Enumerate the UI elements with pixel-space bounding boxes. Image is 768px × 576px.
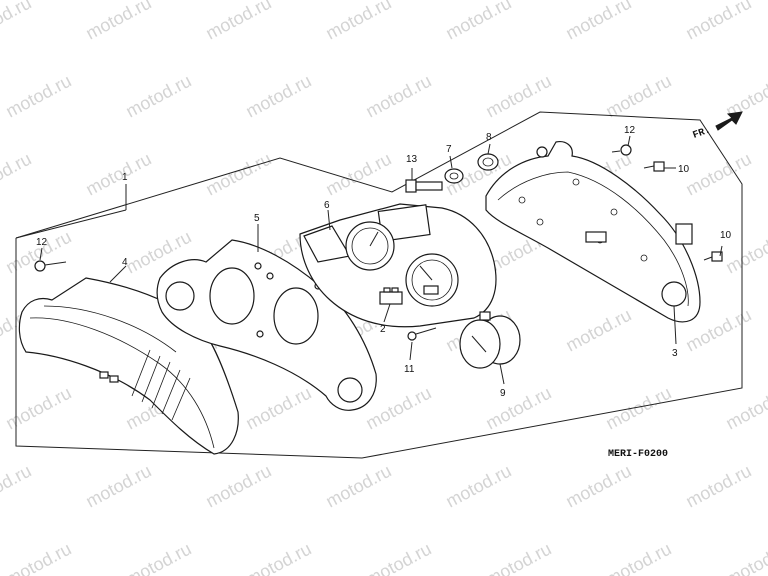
leader-lines <box>15 135 723 385</box>
watermark-text: motod.ru <box>602 539 674 576</box>
watermark-text: motod.ru <box>682 149 754 200</box>
connector-part <box>379 287 403 305</box>
watermark-text: motod.ru <box>482 539 554 576</box>
watermark-text: motod.ru <box>362 71 434 122</box>
callout-5: 5 <box>254 213 260 224</box>
watermark-text: motod.ru <box>82 461 154 512</box>
callout-labels: 1 12 4 5 6 13 7 8 12 10 10 2 11 9 3 <box>36 125 732 399</box>
watermark-text: motod.ru <box>562 305 634 356</box>
grommet-part-8 <box>477 153 499 171</box>
watermark-text: motod.ru <box>322 461 394 512</box>
watermark-text: motod.ru <box>122 539 194 576</box>
screw-part-12-left <box>34 260 67 272</box>
watermark-text: motod.ru <box>202 461 274 512</box>
watermark-text: motod.ru <box>682 0 754 44</box>
watermark-text: motod.ru <box>442 461 514 512</box>
watermark-text: motod.ru <box>2 539 74 576</box>
callout-7: 7 <box>446 144 452 155</box>
callout-8: 8 <box>486 132 492 143</box>
watermark-text: motod.ru <box>602 383 674 434</box>
meter-case-part <box>485 141 701 323</box>
callout-12-left: 12 <box>36 237 48 248</box>
watermark-text: motod.ru <box>0 461 35 512</box>
watermark-text: motod.ru <box>242 539 314 576</box>
watermark-text: motod.ru <box>82 0 154 44</box>
watermark-text: motod.ru <box>442 0 514 44</box>
bolt-part-13 <box>405 179 443 193</box>
watermark-text: motod.ru <box>82 149 154 200</box>
direction-label: FR. <box>692 125 713 141</box>
watermark-text: motod.ru <box>722 539 768 576</box>
arrow-icon <box>715 111 743 131</box>
screw-part-10-bottom <box>703 251 723 262</box>
screw-part-12-right <box>611 144 632 156</box>
watermark-text: motod.ru <box>0 149 35 200</box>
watermark-text: motod.ru <box>122 71 194 122</box>
watermark-text: motod.ru <box>482 383 554 434</box>
front-direction-arrow: FR. <box>692 111 743 142</box>
watermark-text: motod.ru <box>2 71 74 122</box>
watermark-text: motod.ru <box>202 0 274 44</box>
watermark-text: motod.ru <box>562 461 634 512</box>
diagram-code: MERI-F0200 <box>608 449 668 460</box>
callout-1: 1 <box>122 172 128 183</box>
watermark-text: motod.ru <box>0 0 35 44</box>
meter-assembly-part <box>299 203 497 328</box>
assembly-boundary <box>15 111 743 459</box>
screw-part-11 <box>407 327 437 341</box>
watermark-text: motod.ru <box>2 383 74 434</box>
callout-3: 3 <box>672 348 678 359</box>
watermark-text: motod.ru <box>242 71 314 122</box>
watermark-text: motod.ru <box>322 0 394 44</box>
callout-4: 4 <box>122 257 128 268</box>
callout-9: 9 <box>500 388 506 399</box>
callout-12-right: 12 <box>624 125 636 136</box>
meter-panel-part <box>156 239 377 411</box>
callout-10-top: 10 <box>678 164 690 175</box>
washer-part-7 <box>444 168 464 184</box>
callout-2: 2 <box>380 324 386 335</box>
callout-6: 6 <box>324 200 330 211</box>
callout-11: 11 <box>404 364 415 375</box>
watermark-text: motod.ru <box>202 149 274 200</box>
callout-13: 13 <box>406 154 418 165</box>
watermark-text: motod.ru <box>362 539 434 576</box>
watermark-text: motod.ru <box>242 383 314 434</box>
callout-10-bottom: 10 <box>720 230 732 241</box>
gauge-socket-part <box>459 311 521 369</box>
watermark-text: motod.ru <box>602 71 674 122</box>
watermark-text: motod.ru <box>562 0 634 44</box>
screw-part-10-top <box>643 161 665 172</box>
watermark-text: motod.ru <box>482 71 554 122</box>
watermark-text: motod.ru <box>682 461 754 512</box>
